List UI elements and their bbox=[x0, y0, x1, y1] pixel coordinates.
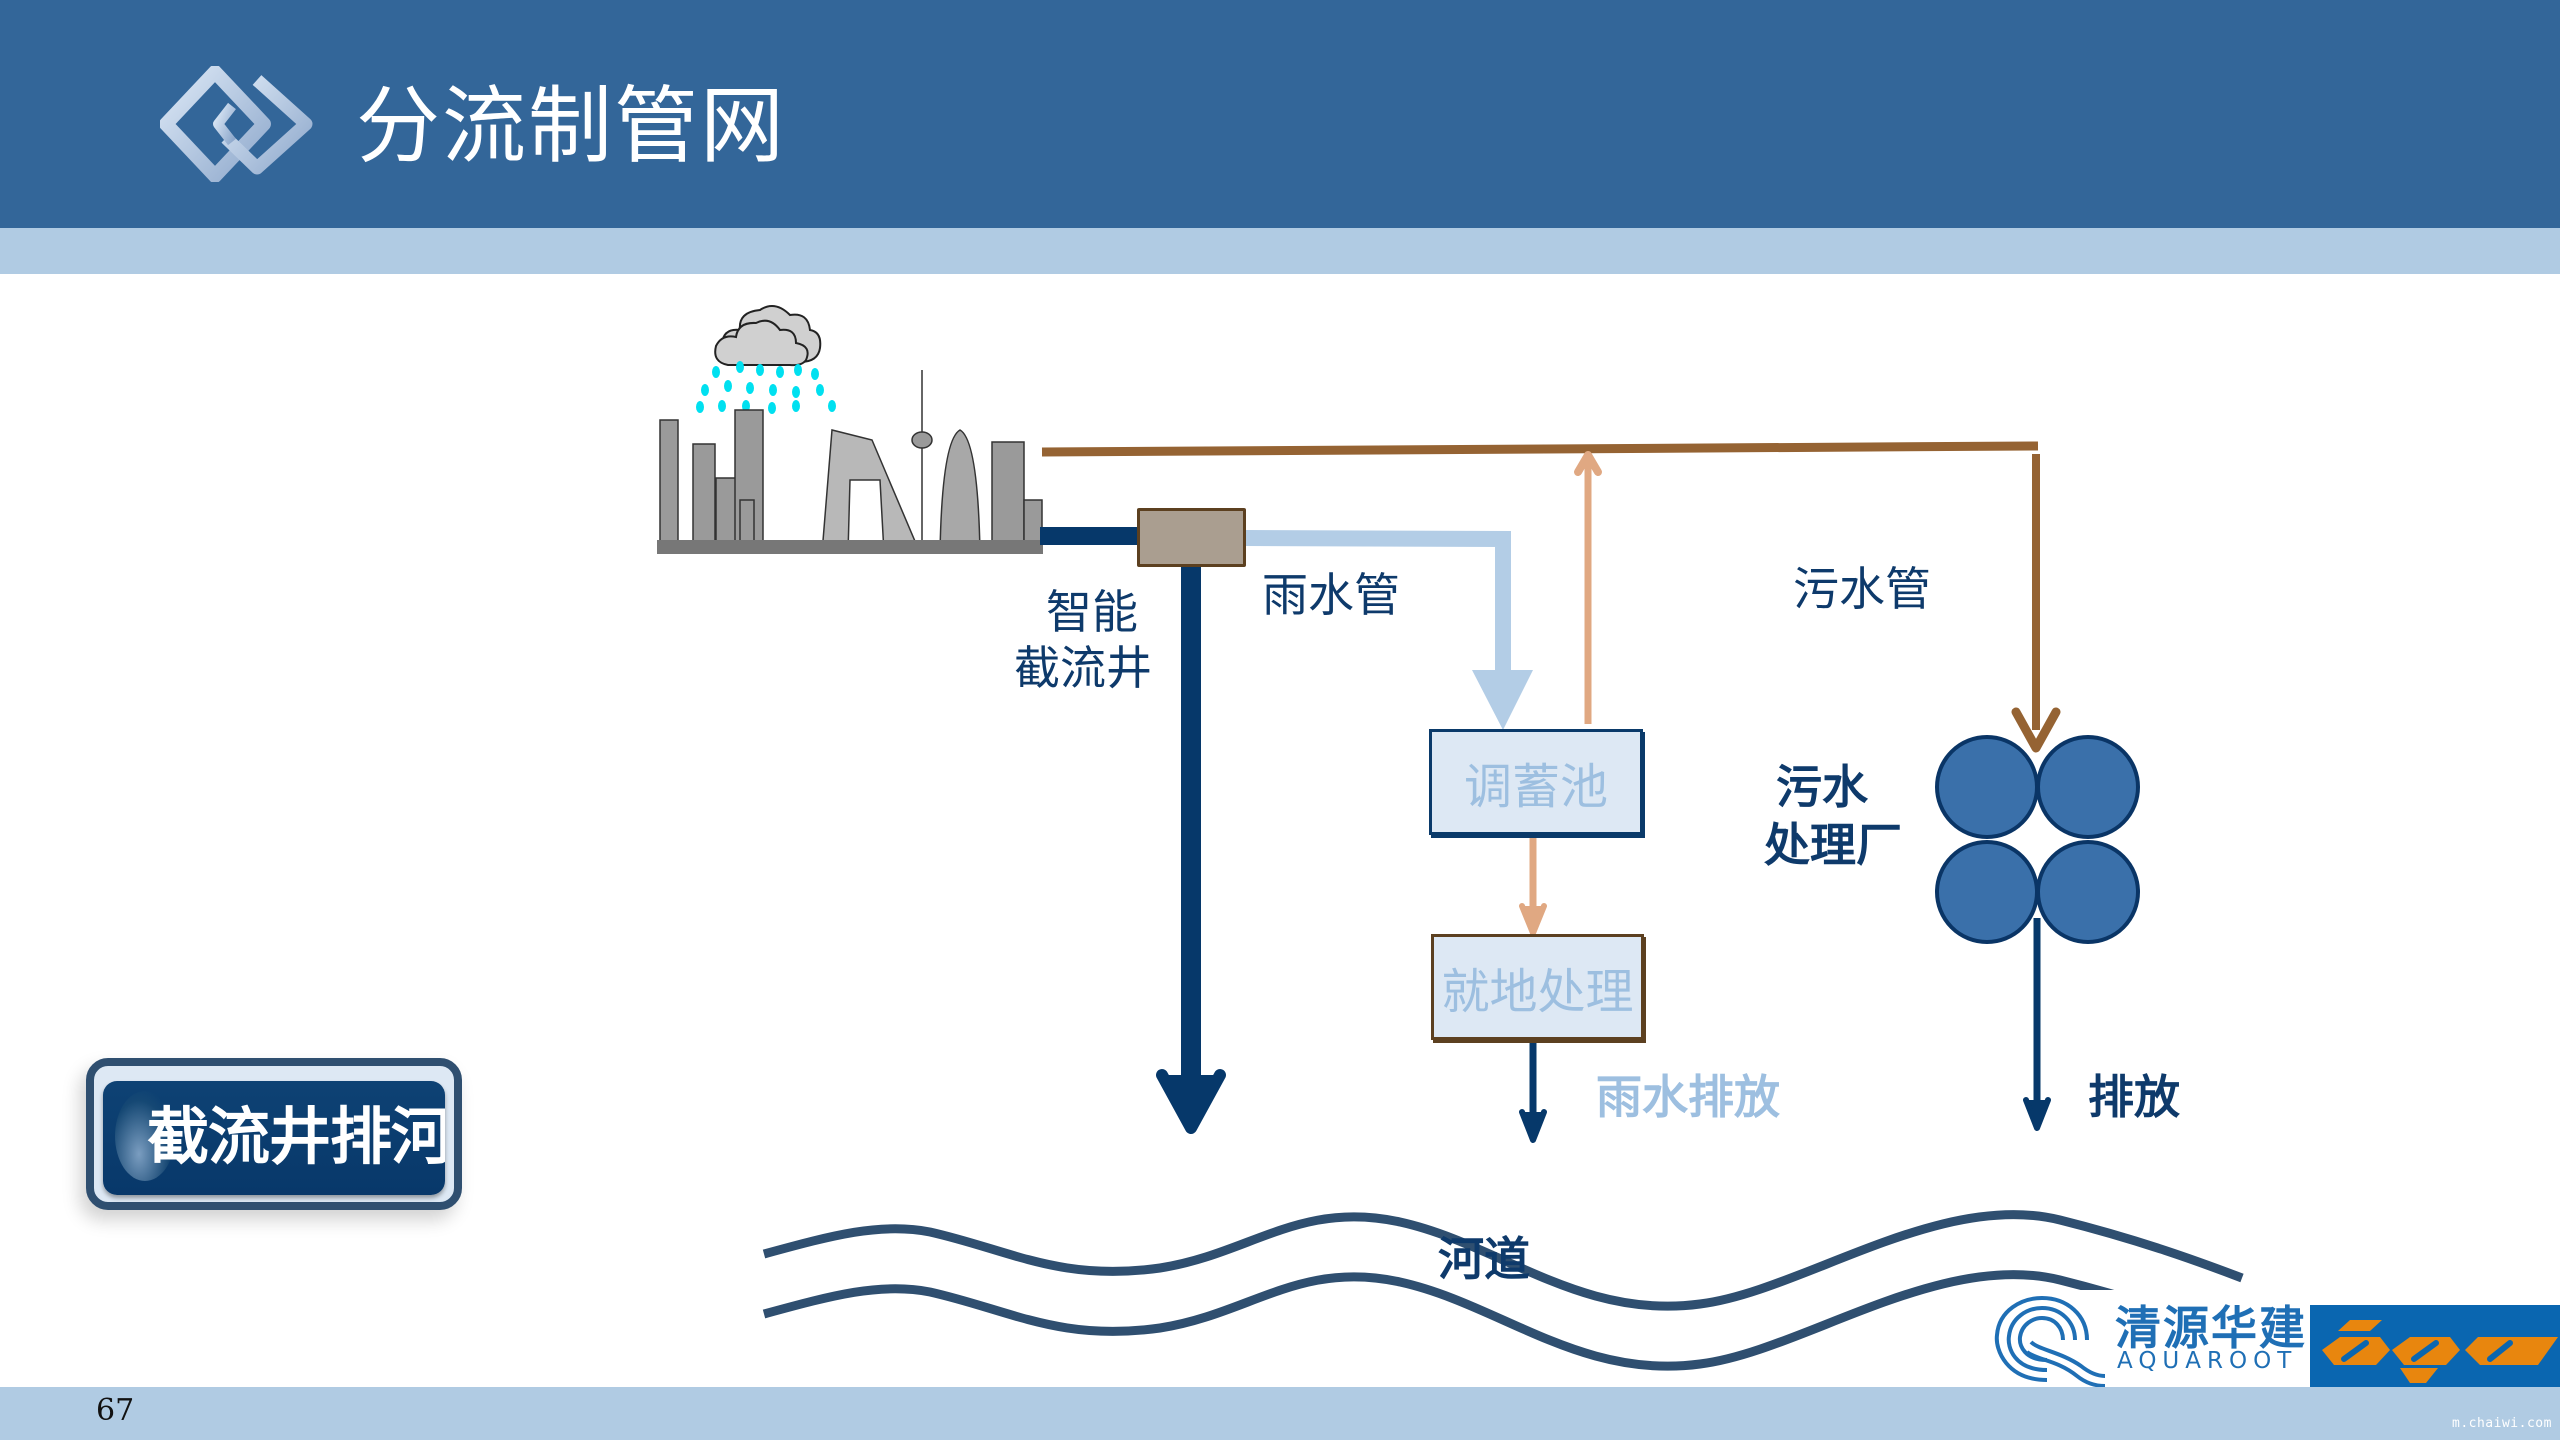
storage-tank-box: 调蓄池 bbox=[1429, 729, 1643, 835]
river-label: 河道 bbox=[1438, 1232, 1530, 1286]
river-wave-icon bbox=[762, 1210, 2244, 1371]
city-skyline-icon bbox=[657, 370, 1043, 554]
plant-label-line2: 处理厂 bbox=[1764, 818, 1902, 872]
rain-cloud-icon bbox=[696, 305, 836, 414]
sewage-pipe bbox=[1041, 441, 2061, 753]
storm-pipe-label: 雨水管 bbox=[1262, 568, 1400, 622]
treatment-arrow bbox=[1519, 836, 1547, 936]
aquaroot-logo: 清源华建 AQUAROOT bbox=[1987, 1290, 2305, 1388]
smart-interceptor-well bbox=[1137, 508, 1246, 567]
storm-pipe bbox=[1245, 530, 1533, 730]
egu-logo-icon bbox=[2322, 1320, 2558, 1383]
button-face[interactable]: 截流井排河 bbox=[103, 1081, 445, 1195]
interceptor-label-line2: 截流井 bbox=[1014, 641, 1152, 695]
watermark: m.chaiwi.com bbox=[2452, 1416, 2552, 1431]
river-discharge-arrow bbox=[1156, 566, 1226, 1134]
local-treatment-label: 就地处理 bbox=[1441, 964, 1634, 1020]
aquaroot-swirl-icon bbox=[1994, 1295, 2106, 1388]
treatment-plant-icon bbox=[1935, 735, 2140, 944]
overflow-arrow bbox=[1574, 451, 1602, 724]
button-label: 截流井排河 bbox=[147, 1100, 445, 1173]
sewage-pipe-label: 污水管 bbox=[1793, 562, 1931, 616]
page-number: 67 bbox=[96, 1393, 135, 1428]
interceptor-label-line1: 智能 bbox=[1046, 585, 1138, 639]
storm-discharge-label: 雨水排放 bbox=[1596, 1070, 1780, 1124]
local-treatment-box: 就地处理 bbox=[1431, 934, 1644, 1040]
button-gloss-icon bbox=[115, 1091, 175, 1181]
aquaroot-chinese-name: 清源华建 bbox=[2115, 1301, 2307, 1355]
slide-footer bbox=[0, 1387, 2560, 1440]
header-accent-band bbox=[0, 228, 2560, 274]
plant-discharge-arrow bbox=[2023, 918, 2051, 1131]
slide-header bbox=[0, 0, 2560, 228]
page-title: 分流制管网 bbox=[356, 77, 787, 175]
discharge-label: 排放 bbox=[2088, 1070, 2180, 1124]
plant-label-line1: 污水 bbox=[1776, 760, 1868, 814]
aquaroot-english-name: AQUAROOT bbox=[2117, 1348, 2298, 1374]
storm-discharge-arrow bbox=[1519, 1040, 1547, 1143]
diamond-logo-icon bbox=[160, 66, 313, 182]
storage-tank-label: 调蓄池 bbox=[1463, 759, 1608, 815]
egu-logo bbox=[2310, 1305, 2560, 1387]
intercept-to-river-button[interactable]: 截流井排河 bbox=[86, 1058, 462, 1210]
